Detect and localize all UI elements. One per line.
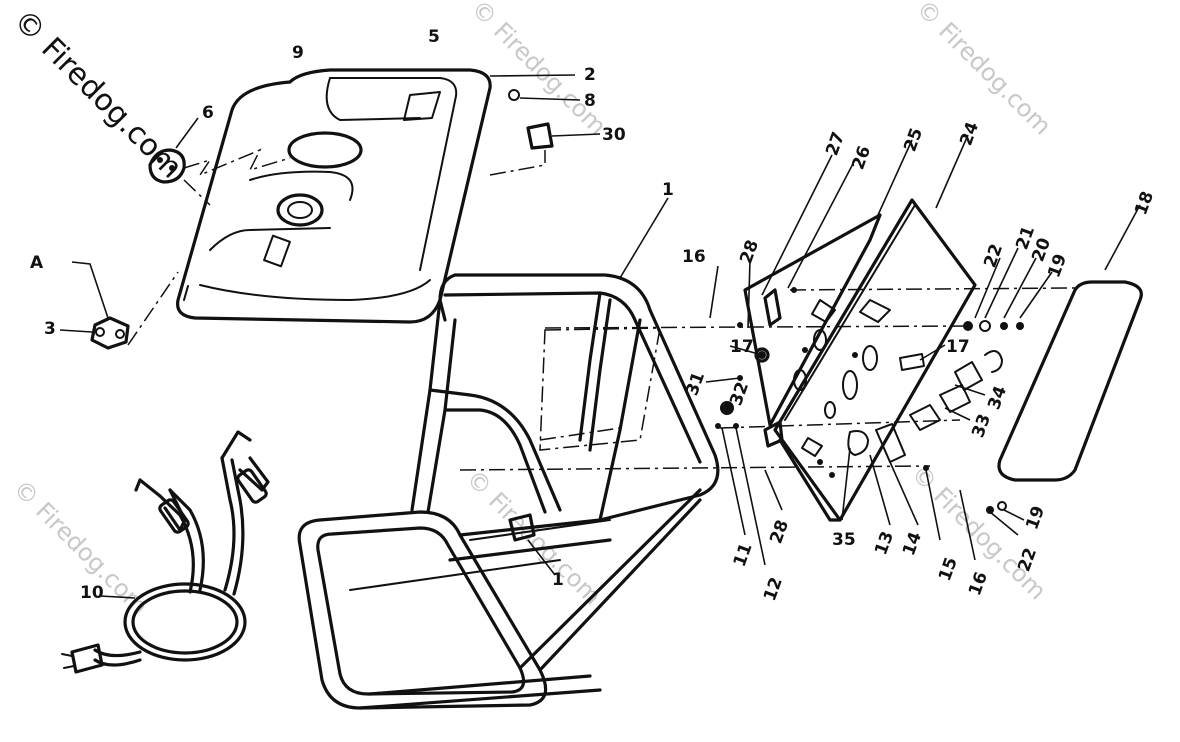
watermark: © Firedog.com (911, 0, 1057, 140)
panel-hardware (459, 247, 1076, 566)
callout-14: 14 (899, 529, 926, 558)
fuel-tank (176, 68, 492, 324)
fuel-cap (148, 117, 291, 206)
mount-bracket (59, 261, 179, 350)
callout-15: 15 (935, 555, 962, 584)
control-panel (743, 134, 977, 522)
callout-32: 32 (726, 379, 753, 408)
callout-3: 3 (44, 319, 56, 339)
callout-24: 24 (956, 119, 983, 148)
callout-19: 19 (1022, 503, 1049, 532)
callout-33: 33 (968, 411, 995, 440)
callout-17: 17 (730, 337, 754, 357)
callout-28: 28 (766, 517, 793, 546)
callout-27: 27 (822, 129, 849, 158)
callout-34: 34 (984, 383, 1011, 412)
callout-11: 11 (730, 541, 757, 570)
callout-18: 18 (1131, 189, 1158, 218)
tube-frame (297, 197, 720, 710)
callout-31: 31 (682, 369, 709, 398)
callout-25: 25 (900, 125, 927, 154)
callout-12: 12 (760, 575, 787, 604)
callout-5: 5 (428, 27, 440, 47)
callout-28: 28 (736, 237, 763, 266)
callout-1: 1 (662, 180, 674, 200)
callout-8: 8 (584, 91, 596, 111)
callout-10: 10 (80, 583, 104, 603)
callout-6: 6 (202, 103, 214, 123)
callout-16: 16 (965, 569, 992, 598)
battery-cables (61, 430, 270, 674)
screw-and-clip (489, 74, 601, 176)
callout-1: 1 (552, 570, 564, 590)
callout-9: 9 (292, 43, 304, 63)
callout-2: 2 (584, 65, 596, 85)
callout-a: A (30, 253, 44, 273)
callout-17: 17 (946, 337, 970, 357)
callout-13: 13 (871, 529, 898, 558)
callout-35: 35 (832, 530, 856, 550)
callout-16: 16 (682, 247, 706, 267)
callout-30: 30 (602, 125, 626, 145)
cover-plate (997, 204, 1143, 482)
callout-22: 22 (980, 241, 1007, 270)
callout-26: 26 (848, 143, 875, 172)
